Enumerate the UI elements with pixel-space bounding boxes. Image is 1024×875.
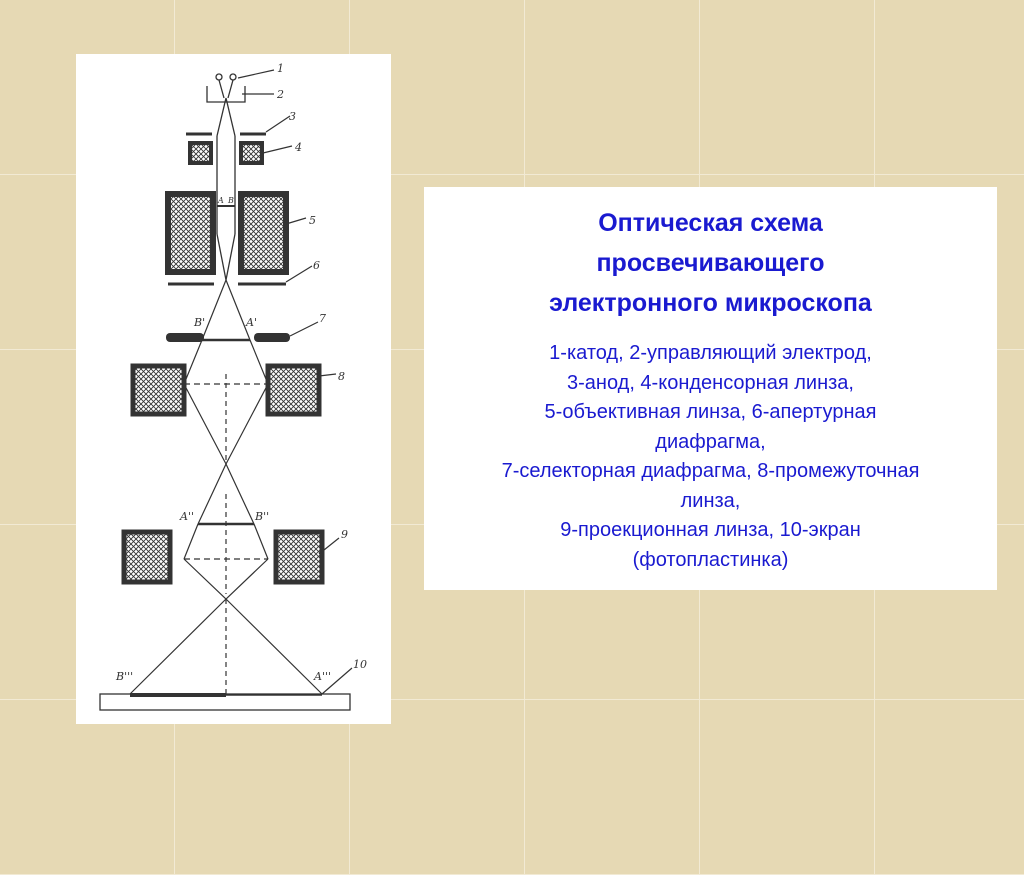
background-tile xyxy=(875,0,1024,175)
ray-label-a-double-prime: A'' xyxy=(179,510,194,523)
background-tile xyxy=(175,700,350,875)
ray-label-a: A xyxy=(217,196,224,205)
ray-label-b-prime: B' xyxy=(193,316,205,329)
label-part-2: 2 xyxy=(276,88,284,101)
slide-title: Оптическая схема просвечивающего электро… xyxy=(424,203,997,323)
label-part-5: 5 xyxy=(309,214,316,227)
ray-label-b-triple-prime: B''' xyxy=(115,670,133,683)
label-part-10: 10 xyxy=(353,658,367,671)
background-tile xyxy=(350,525,525,700)
objective-lens-right xyxy=(238,191,289,275)
projection-lens-left xyxy=(121,529,173,585)
condenser-lens-right xyxy=(239,141,264,165)
legend-line-8: (фотопластинка) xyxy=(632,548,789,571)
title-line-1: Оптическая схема xyxy=(598,209,823,237)
background-tile xyxy=(700,525,875,700)
cathode-filament-left xyxy=(215,73,223,81)
legend-line-6: линза, xyxy=(680,489,741,512)
legend-line-5: 7-селекторная диафрагма, 8-промежуточная xyxy=(501,460,920,482)
background-tile xyxy=(525,0,700,175)
label-part-7: 7 xyxy=(319,312,326,325)
background-tile xyxy=(350,700,525,875)
ray-label-b: B xyxy=(227,196,234,205)
background-tile xyxy=(700,0,875,175)
background-tile xyxy=(525,700,700,875)
label-part-6: 6 xyxy=(313,259,320,272)
title-line-3: электронного микроскопа xyxy=(549,289,872,317)
label-part-3: 3 xyxy=(289,110,296,123)
legend-line-1: 1-катод, 2-управляющий электрод, xyxy=(549,342,872,364)
label-part-9: 9 xyxy=(341,528,348,541)
legend-line-2: 3-анод, 4-конденсорная линза, xyxy=(567,371,854,394)
intermediate-lens-left xyxy=(130,363,187,417)
legend-line-3: 5-объективная линза, 6-апертурная xyxy=(544,401,877,423)
condenser-lens-left xyxy=(188,141,213,165)
background-tile xyxy=(525,525,700,700)
ray-label-b-double-prime: B'' xyxy=(254,510,269,523)
background-tile xyxy=(350,0,525,175)
title-line-2: просвечивающего xyxy=(596,249,825,277)
background-tile xyxy=(875,525,1024,700)
label-part-4: 4 xyxy=(294,141,302,154)
ray-label-a-triple-prime: A''' xyxy=(313,670,331,683)
legend-line-7: 9-проекционная линза, 10-экран xyxy=(560,519,861,541)
background-tile xyxy=(875,700,1024,875)
label-part-8: 8 xyxy=(338,370,345,383)
label-part-1: 1 xyxy=(277,62,284,75)
intermediate-lens-right xyxy=(265,363,322,417)
background-tile xyxy=(0,700,175,875)
background-tile xyxy=(700,700,875,875)
legend-text: 1-катод, 2-управляющий электрод, 3-анод,… xyxy=(424,339,997,575)
selector-diaphragm-right xyxy=(254,333,290,342)
objective-lens-left xyxy=(165,191,216,275)
ray-label-a-prime: A' xyxy=(245,316,257,329)
projection-lens-right xyxy=(273,529,325,585)
text-panel: Оптическая схема просвечивающего электро… xyxy=(424,187,997,590)
microscope-diagram: 1 2 3 4 5 6 7 8 9 10 A B B' A' A'' B'' B… xyxy=(76,54,391,724)
microscope-diagram-svg: 1 2 3 4 5 6 7 8 9 10 A B B' A' A'' B'' B… xyxy=(99,62,367,711)
selector-diaphragm-left xyxy=(166,333,204,342)
cathode-filament-right xyxy=(229,73,237,81)
legend-line-4: диафрагма, xyxy=(655,430,766,453)
